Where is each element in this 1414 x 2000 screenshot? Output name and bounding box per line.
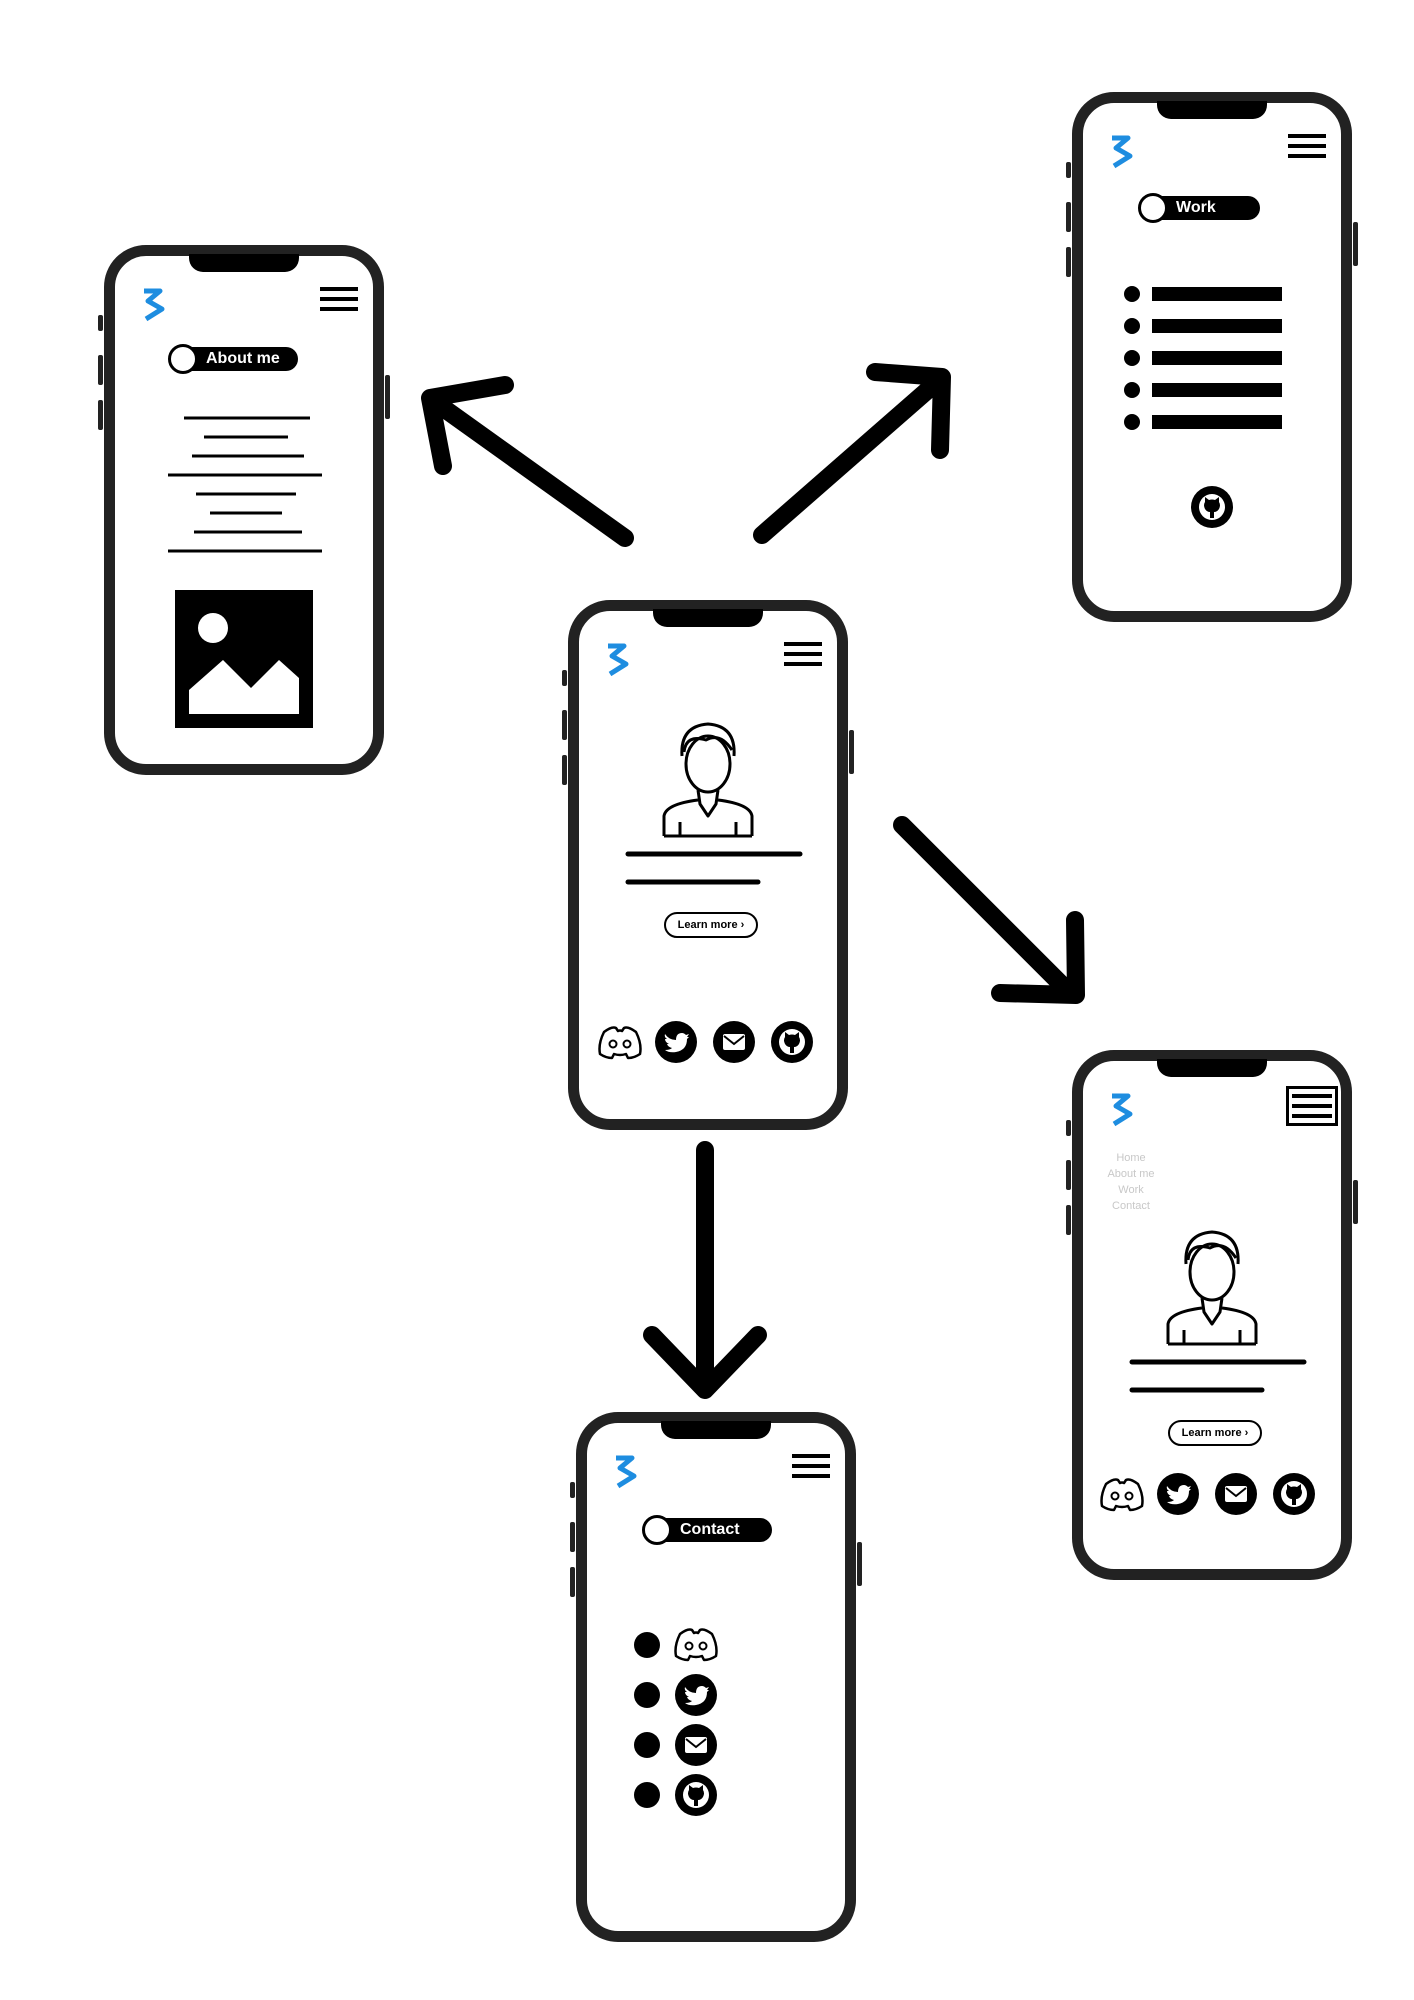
github-icon[interactable] — [1190, 485, 1234, 529]
twitter-icon[interactable] — [1156, 1472, 1200, 1516]
arrow-to-contact-icon — [643, 1141, 767, 1399]
logo-icon — [144, 288, 165, 322]
nav-menu: Home About me Work Contact — [1096, 1150, 1166, 1214]
mail-icon[interactable] — [674, 1723, 718, 1767]
contact-list — [634, 1618, 754, 1818]
image-placeholder-icon — [175, 590, 313, 728]
toggle-knob — [168, 344, 198, 374]
toggle-knob — [1138, 193, 1168, 223]
section-title-pill: About me — [168, 344, 298, 374]
discord-icon[interactable] — [672, 1622, 720, 1666]
discord-icon[interactable] — [1098, 1472, 1146, 1516]
twitter-icon[interactable] — [674, 1673, 718, 1717]
phone-work: Work — [1066, 92, 1358, 622]
text-lines-placeholder — [168, 416, 322, 553]
bullet-icon — [634, 1632, 660, 1658]
phone-notch — [189, 254, 299, 272]
work-title: Work — [1176, 199, 1216, 216]
github-icon[interactable] — [770, 1020, 814, 1064]
person-avatar-icon — [662, 722, 754, 838]
phone-about-me: About me — [98, 245, 390, 775]
logo-icon — [608, 643, 629, 677]
phone-notch — [653, 609, 763, 627]
phone-notch — [661, 1421, 771, 1439]
learn-more-button[interactable]: Learn more › — [1168, 1420, 1262, 1446]
github-icon[interactable] — [674, 1773, 718, 1817]
bullet-icon — [634, 1732, 660, 1758]
nav-item-about[interactable]: About me — [1107, 1168, 1155, 1180]
contact-title: Contact — [680, 1521, 740, 1538]
phone-contact: Contact — [570, 1412, 862, 1942]
section-title-pill: Work — [1138, 193, 1260, 223]
hamburger-menu-icon[interactable] — [1288, 132, 1326, 160]
hamburger-menu-icon[interactable] — [320, 285, 358, 313]
logo-icon — [616, 1455, 637, 1489]
github-icon[interactable] — [1272, 1472, 1316, 1516]
arrow-to-about-icon — [421, 376, 634, 547]
mail-icon[interactable] — [1214, 1472, 1258, 1516]
hamburger-menu-icon[interactable] — [792, 1452, 830, 1480]
about-title: About me — [206, 350, 280, 367]
phone-notch — [1157, 1059, 1267, 1077]
hamburger-menu-icon[interactable] — [784, 640, 822, 668]
twitter-icon[interactable] — [654, 1020, 698, 1064]
arrow-to-work-icon — [753, 363, 951, 544]
mail-icon[interactable] — [712, 1020, 756, 1064]
open-menu-icon[interactable] — [1286, 1086, 1338, 1126]
bullet-icon — [634, 1682, 660, 1708]
toggle-knob — [642, 1515, 672, 1545]
nav-item-contact[interactable]: Contact — [1112, 1200, 1150, 1212]
discord-icon[interactable] — [596, 1020, 644, 1064]
phone-frame — [576, 1412, 856, 1942]
phone-home: Learn more › — [562, 600, 854, 1130]
logo-icon — [1112, 135, 1133, 169]
person-avatar-icon — [1166, 1230, 1258, 1346]
headline-lines-placeholder — [625, 851, 803, 885]
bullet-icon — [634, 1782, 660, 1808]
logo-icon — [1112, 1093, 1133, 1127]
phone-home-menu-open: Home About me Work Contact Learn more › — [1066, 1050, 1358, 1580]
nav-item-home[interactable]: Home — [1116, 1152, 1146, 1164]
nav-item-work[interactable]: Work — [1118, 1184, 1144, 1196]
work-list-placeholder — [1124, 286, 1282, 430]
phone-notch — [1157, 101, 1267, 119]
headline-lines-placeholder — [1129, 1359, 1307, 1393]
section-title-pill: Contact — [642, 1515, 772, 1545]
learn-more-button[interactable]: Learn more › — [664, 912, 758, 938]
arrow-to-menu-icon — [893, 816, 1085, 1004]
